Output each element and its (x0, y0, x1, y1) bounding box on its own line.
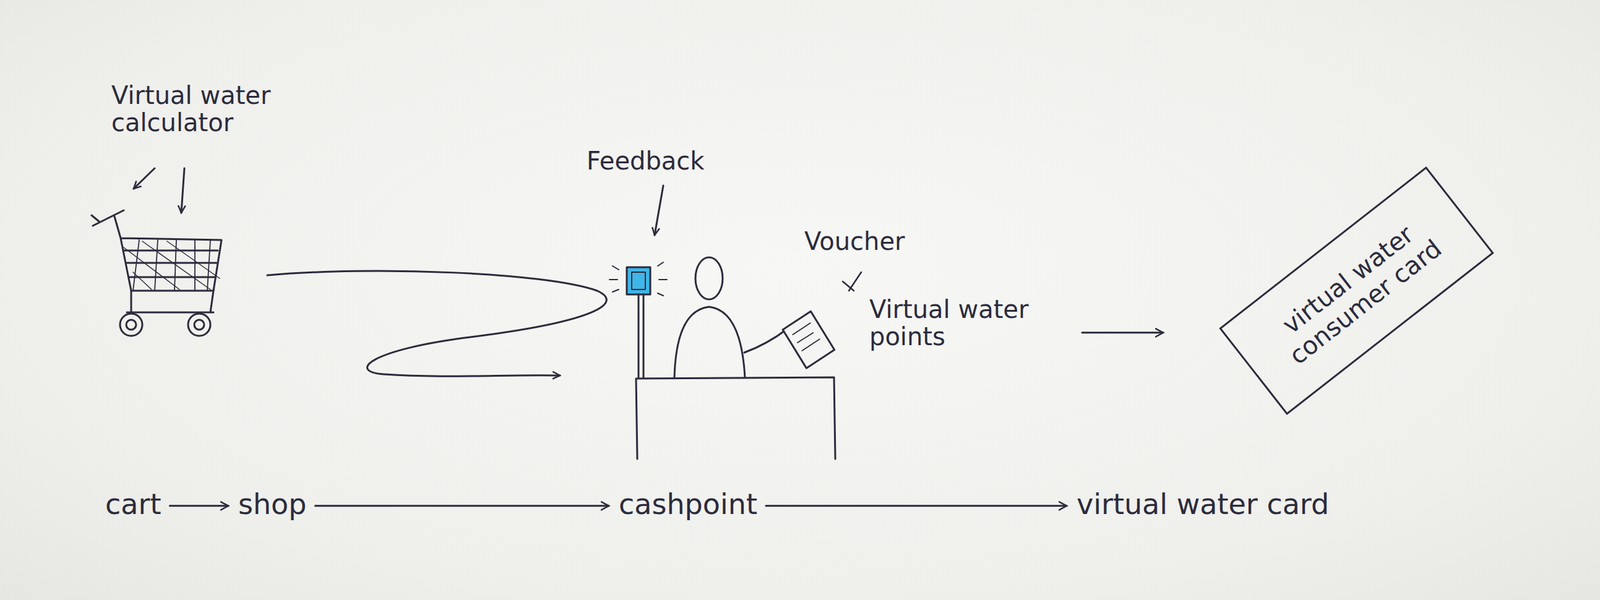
flow-line (267, 270, 607, 377)
callout-label: Feedback (586, 147, 705, 175)
callout-label: Voucher (804, 227, 905, 255)
feedback-screen (609, 262, 667, 378)
card-text: virtual water consumer card (1255, 203, 1457, 378)
step-label: cart (105, 488, 161, 521)
callout-label: Virtual water points (869, 295, 1074, 351)
shopping-cart (91, 210, 222, 336)
process-arrow (314, 504, 609, 507)
process-arrow (169, 504, 229, 507)
cashier-figure (674, 257, 788, 378)
leader-arrow (1082, 331, 1164, 334)
step-label: cashpoint (618, 488, 758, 521)
consumer-card: virtual water consumer card (1218, 166, 1494, 416)
cash-desk (636, 377, 836, 460)
step-label: virtual water card (1076, 488, 1330, 521)
step-label: shop (238, 488, 307, 521)
leader-arrow (181, 168, 185, 213)
process-arrow (765, 504, 1067, 507)
voucher-slip (782, 310, 836, 369)
callout-label: Virtual water calculator (111, 81, 325, 137)
leader-arrow (133, 168, 155, 189)
leader-arrow (654, 185, 664, 236)
